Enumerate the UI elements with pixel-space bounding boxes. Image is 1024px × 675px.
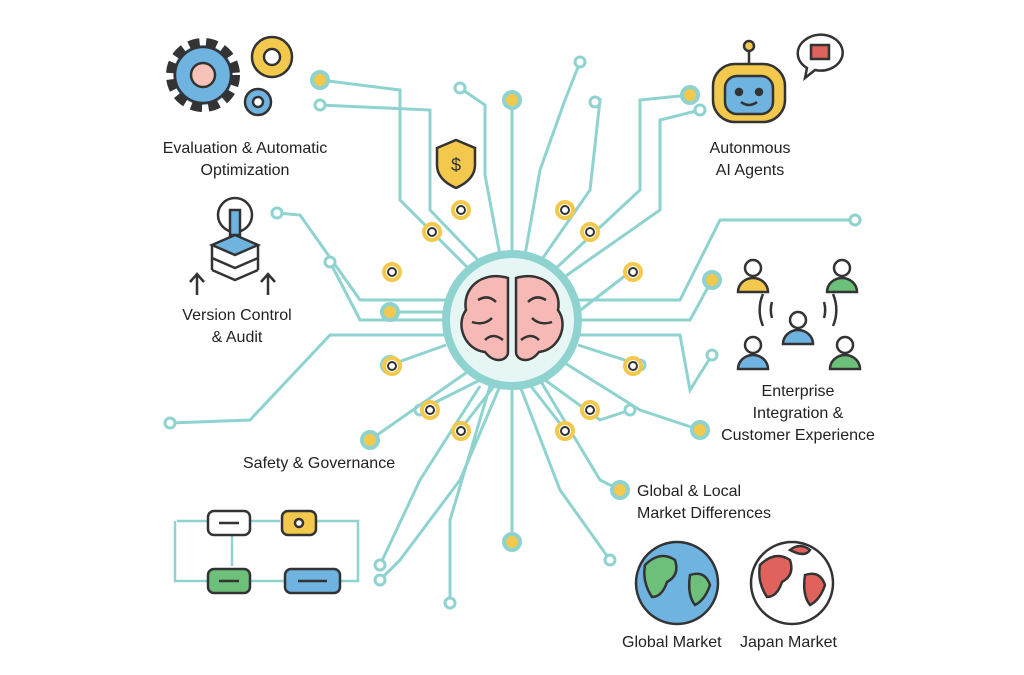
trace-endpoint-node [588, 95, 602, 109]
circuit-trace [518, 385, 612, 561]
label-line: & Audit [211, 329, 263, 346]
robot-icon [711, 33, 844, 124]
svg-text:$: $ [451, 155, 461, 175]
japan-market-label: Japan Market [740, 634, 837, 651]
trace-endpoint-node [313, 98, 327, 112]
circuit-node [382, 262, 402, 282]
circuit-node [580, 400, 600, 420]
circuit-trace [369, 368, 471, 442]
trace-endpoint-node [603, 553, 617, 567]
trace-endpoint-node [705, 348, 719, 362]
circuit-node-core [456, 426, 466, 436]
trace-endpoint-node [443, 596, 457, 610]
trace-endpoint-node [502, 532, 522, 552]
trace-endpoint-node [453, 81, 467, 95]
global-market-label: Global Market [622, 634, 722, 651]
circuit-node [451, 200, 471, 220]
circuit-node-core [427, 227, 437, 237]
trace-endpoint-node [610, 480, 630, 500]
japan-globe-icon [749, 540, 835, 626]
circuit-trace [169, 333, 446, 425]
circuit-node [623, 356, 643, 376]
circuit-trace [378, 385, 482, 566]
circuit-trace [559, 358, 701, 432]
trace-endpoint-node [690, 420, 710, 440]
circuit-node-core [585, 227, 595, 237]
circuit-node-core [560, 426, 570, 436]
circuit-trace [378, 385, 502, 582]
trace-endpoint-node [680, 85, 700, 105]
circuit-trace [328, 261, 446, 322]
circuit-node [555, 421, 575, 441]
agents-label: Autonmous AI Agents [690, 138, 810, 182]
people-network-icon [736, 258, 862, 371]
circuit-node [420, 400, 440, 420]
trace-endpoint-node [270, 206, 284, 220]
circuit-node-core [585, 405, 595, 415]
trace-endpoint-node [623, 403, 637, 417]
trace-endpoint-node [848, 213, 862, 227]
version-label: Version Control & Audit [167, 305, 307, 349]
circuit-node-core [387, 361, 397, 371]
circuit-trace [448, 385, 492, 603]
label-line: AI Agents [715, 162, 785, 179]
version-control-icon [189, 196, 276, 295]
shield-dollar-icon: $ [435, 138, 477, 190]
circuit-node-core [425, 405, 435, 415]
brain-hub [442, 250, 582, 390]
trace-endpoint-node [360, 430, 380, 450]
circuit-node [555, 200, 575, 220]
trace-endpoint-node [502, 90, 522, 110]
circuit-node [422, 222, 442, 242]
circuit-trace [578, 279, 714, 322]
global-globe-icon [634, 540, 720, 626]
trace-endpoint-node [373, 558, 387, 572]
circuit-node-core [628, 267, 638, 277]
label-line: Enterprise [761, 383, 835, 400]
safety-label: Safety & Governance [243, 455, 396, 472]
label-line: Optimization [200, 162, 290, 179]
circuit-trace [523, 61, 582, 256]
circuit-trace [544, 378, 631, 422]
label-line: Market Differences [637, 505, 771, 522]
trace-endpoint-node [323, 255, 337, 269]
brain-icon [460, 275, 564, 362]
trace-endpoint-node [702, 270, 722, 290]
label-line: Evaluation & Automatic [162, 140, 328, 157]
circuit-node-core [456, 205, 466, 215]
trace-endpoint-node [573, 55, 587, 69]
circuit-node-core [387, 267, 397, 277]
gear-icon [166, 35, 294, 117]
trace-endpoint-node [310, 70, 330, 90]
label-line: Integration & [752, 405, 844, 422]
trace-endpoint-node [163, 416, 177, 430]
circuit-trace [459, 86, 502, 256]
circuit-node [382, 356, 402, 376]
circuit-trace [578, 333, 714, 395]
enterprise-label: Enterprise Integration & Customer Experi… [708, 381, 888, 447]
circuit-trace [319, 103, 482, 264]
label-line: Autonmous [709, 140, 791, 157]
circuit-trace [559, 108, 701, 282]
circuit-node [580, 222, 600, 242]
trace-endpoint-node [373, 573, 387, 587]
circuit-trace [528, 384, 567, 431]
label-line: Customer Experience [721, 427, 875, 444]
circuit-trace [577, 270, 631, 314]
circuit-trace [578, 218, 855, 302]
trace-endpoint-node [693, 103, 707, 117]
circuit-node [451, 421, 471, 441]
circuit-node [623, 262, 643, 282]
market-label: Global & Local Market Differences [637, 481, 771, 525]
circuit-node-core [560, 205, 570, 215]
circuit-node-core [628, 361, 638, 371]
label-line: Global & Local [637, 483, 742, 500]
label-line: Version Control [182, 307, 292, 324]
evaluation-label: Evaluation & Automatic Optimization [150, 138, 340, 182]
workflow-icon [173, 509, 360, 595]
